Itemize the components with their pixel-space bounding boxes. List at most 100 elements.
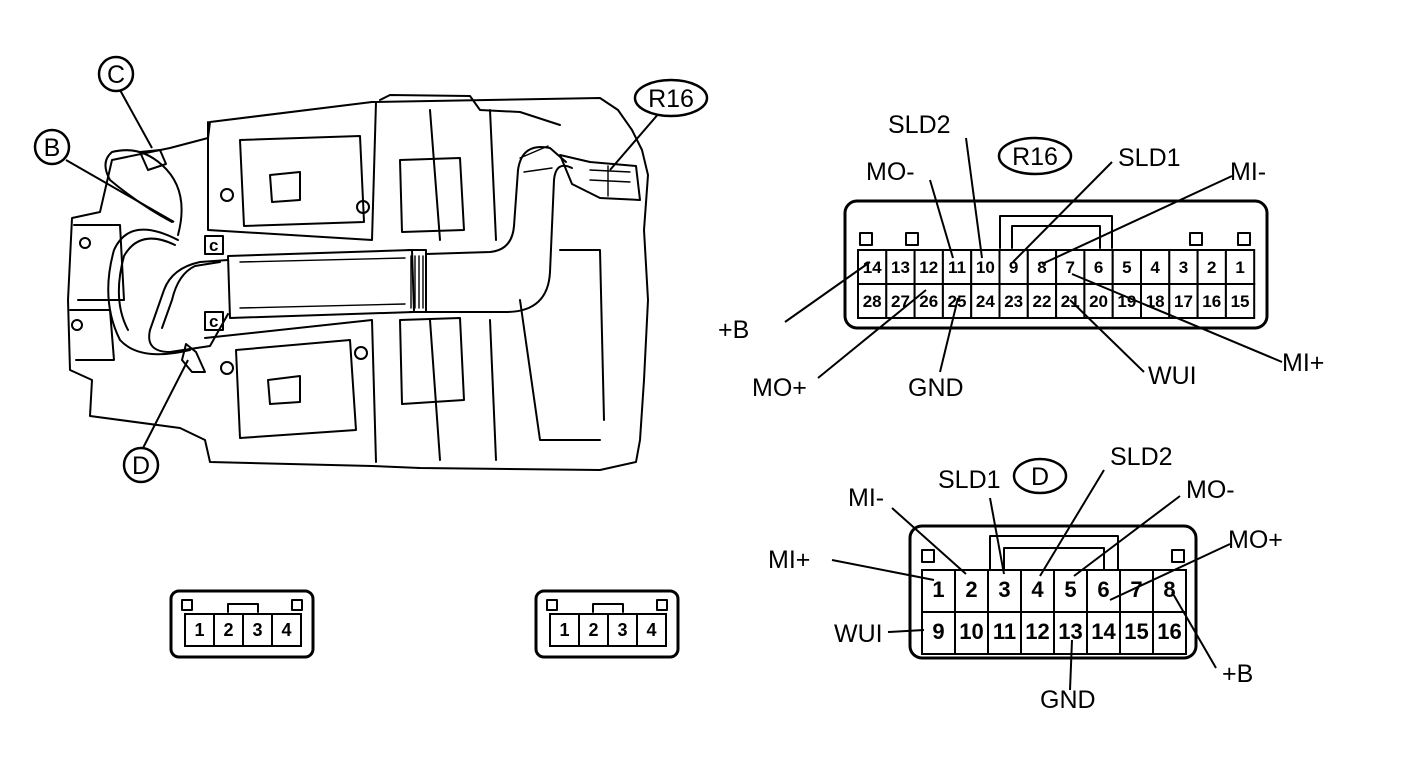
r16-pin-20: 20	[1089, 292, 1108, 311]
r16-pin-8: 8	[1037, 258, 1046, 277]
d-label-wui: WUI	[834, 620, 883, 648]
r16-pin-cell	[1026, 283, 1058, 319]
r16-label-wui: WUI	[1148, 362, 1197, 390]
small-0-pin-3: 3	[252, 620, 262, 640]
d-pin-7: 7	[1130, 577, 1142, 602]
d-pin-15: 15	[1124, 619, 1148, 644]
small-1-pin-cell	[636, 613, 667, 647]
d-pin-6: 6	[1097, 577, 1109, 602]
small-1-pin-cell	[607, 613, 638, 647]
d-pin-cell	[1119, 569, 1154, 613]
r16-pin-24: 24	[976, 292, 995, 311]
d-tag: D	[1012, 457, 1068, 495]
small-0-pin-1: 1	[194, 620, 204, 640]
callout-b: B	[33, 128, 71, 166]
d-label-sld1: SLD1	[938, 466, 1001, 494]
d-pin-cell	[1020, 569, 1055, 613]
r16-pin-17: 17	[1174, 292, 1193, 311]
r16-pin-7: 7	[1066, 258, 1075, 277]
small-1-pin-2: 2	[588, 620, 598, 640]
d-pin-5: 5	[1064, 577, 1076, 602]
d-pin-1: 1	[932, 577, 944, 602]
r16-leaders	[784, 137, 1283, 379]
r16-pin-19: 19	[1117, 292, 1136, 311]
r16-pin-14: 14	[863, 258, 882, 277]
r16-pin-23: 23	[1004, 292, 1023, 311]
r16-pin-4: 4	[1150, 258, 1160, 277]
r16-label-sld1: SLD1	[1118, 144, 1181, 172]
r16-label-plus-b: +B	[718, 316, 749, 344]
r16-pin-22: 22	[1032, 292, 1051, 311]
callout-d-label: D	[132, 452, 150, 480]
r16-pin-cell	[885, 249, 916, 285]
d-label-mi-plus: MI+	[768, 546, 810, 574]
r16-pin-3: 3	[1179, 258, 1188, 277]
small-1-pin-4: 4	[646, 620, 656, 640]
d-pin-cell	[1119, 611, 1154, 655]
small-1-pin-1: 1	[559, 620, 569, 640]
r16-pin-cell	[857, 283, 888, 319]
r16-pin-1: 1	[1235, 258, 1244, 277]
callout-c-label: C	[107, 61, 125, 89]
r16-pin-cell	[1224, 249, 1256, 285]
small-1-pin-3: 3	[617, 620, 627, 640]
r16-pin-15: 15	[1231, 292, 1250, 311]
r16-label-mo-minus: MO-	[866, 158, 915, 186]
r16-label-sld2: SLD2	[888, 111, 951, 139]
d-pin-cell	[1152, 611, 1187, 655]
small-0-pin-cell	[271, 613, 302, 647]
d-pin-cell	[954, 569, 989, 613]
callout-r16: R16	[633, 78, 709, 118]
d-pin-cell	[921, 611, 956, 655]
d-pin-10: 10	[959, 619, 983, 644]
r16-pin-10: 10	[976, 258, 995, 277]
d-pin-4: 4	[1031, 577, 1044, 602]
d-pin-16: 16	[1157, 619, 1181, 644]
r16-pin-cell	[1026, 249, 1058, 285]
r16-pin-28: 28	[863, 292, 882, 311]
r16-pin-5: 5	[1122, 258, 1131, 277]
small-0-pin-4: 4	[281, 620, 291, 640]
r16-label-mi-plus: MI+	[1282, 349, 1324, 377]
d-pin-12: 12	[1025, 619, 1049, 644]
r16-tag: R16	[997, 136, 1073, 176]
callout-b-label: B	[44, 134, 61, 162]
small-0-pin-cell	[184, 613, 215, 647]
d-label-mo-plus: MO+	[1228, 526, 1283, 554]
r16-pin-13: 13	[891, 258, 910, 277]
small-1-pin-cell	[549, 613, 580, 647]
r16-pin-9: 9	[1009, 258, 1018, 277]
r16-pin-11: 11	[948, 258, 966, 277]
d-pin-cell	[1086, 611, 1121, 655]
r16-tag-label: R16	[1012, 143, 1058, 171]
small-0-pin-2: 2	[223, 620, 233, 640]
r16-label-mi-minus: MI-	[1230, 158, 1266, 186]
d-pin-9: 9	[932, 619, 944, 644]
callout-leaders	[65, 89, 661, 451]
d-pin-13: 13	[1058, 619, 1082, 644]
r16-pin-cell	[1224, 283, 1256, 319]
d-label-mo-minus: MO-	[1186, 476, 1235, 504]
callout-r16-label: R16	[648, 85, 694, 113]
r16-pin-12: 12	[919, 258, 938, 277]
r16-pin-27: 27	[891, 292, 910, 311]
harness-c-mark-lower: c	[209, 312, 218, 331]
harness-c-mark-upper: c	[209, 236, 218, 255]
d-leaders	[831, 469, 1231, 691]
r16-pin-26: 26	[919, 292, 938, 311]
d-label-gnd: GND	[1040, 686, 1096, 714]
r16-pin-6: 6	[1094, 258, 1103, 277]
d-tag-label: D	[1031, 463, 1049, 491]
d-label-mi-minus: MI-	[848, 484, 884, 512]
d-pin-2: 2	[965, 577, 977, 602]
d-pin-14: 14	[1091, 619, 1116, 644]
callout-c: C	[97, 55, 135, 93]
d-pin-11: 11	[993, 619, 1016, 644]
small-0-pin-cell	[242, 613, 273, 647]
r16-label-gnd: GND	[908, 374, 964, 402]
